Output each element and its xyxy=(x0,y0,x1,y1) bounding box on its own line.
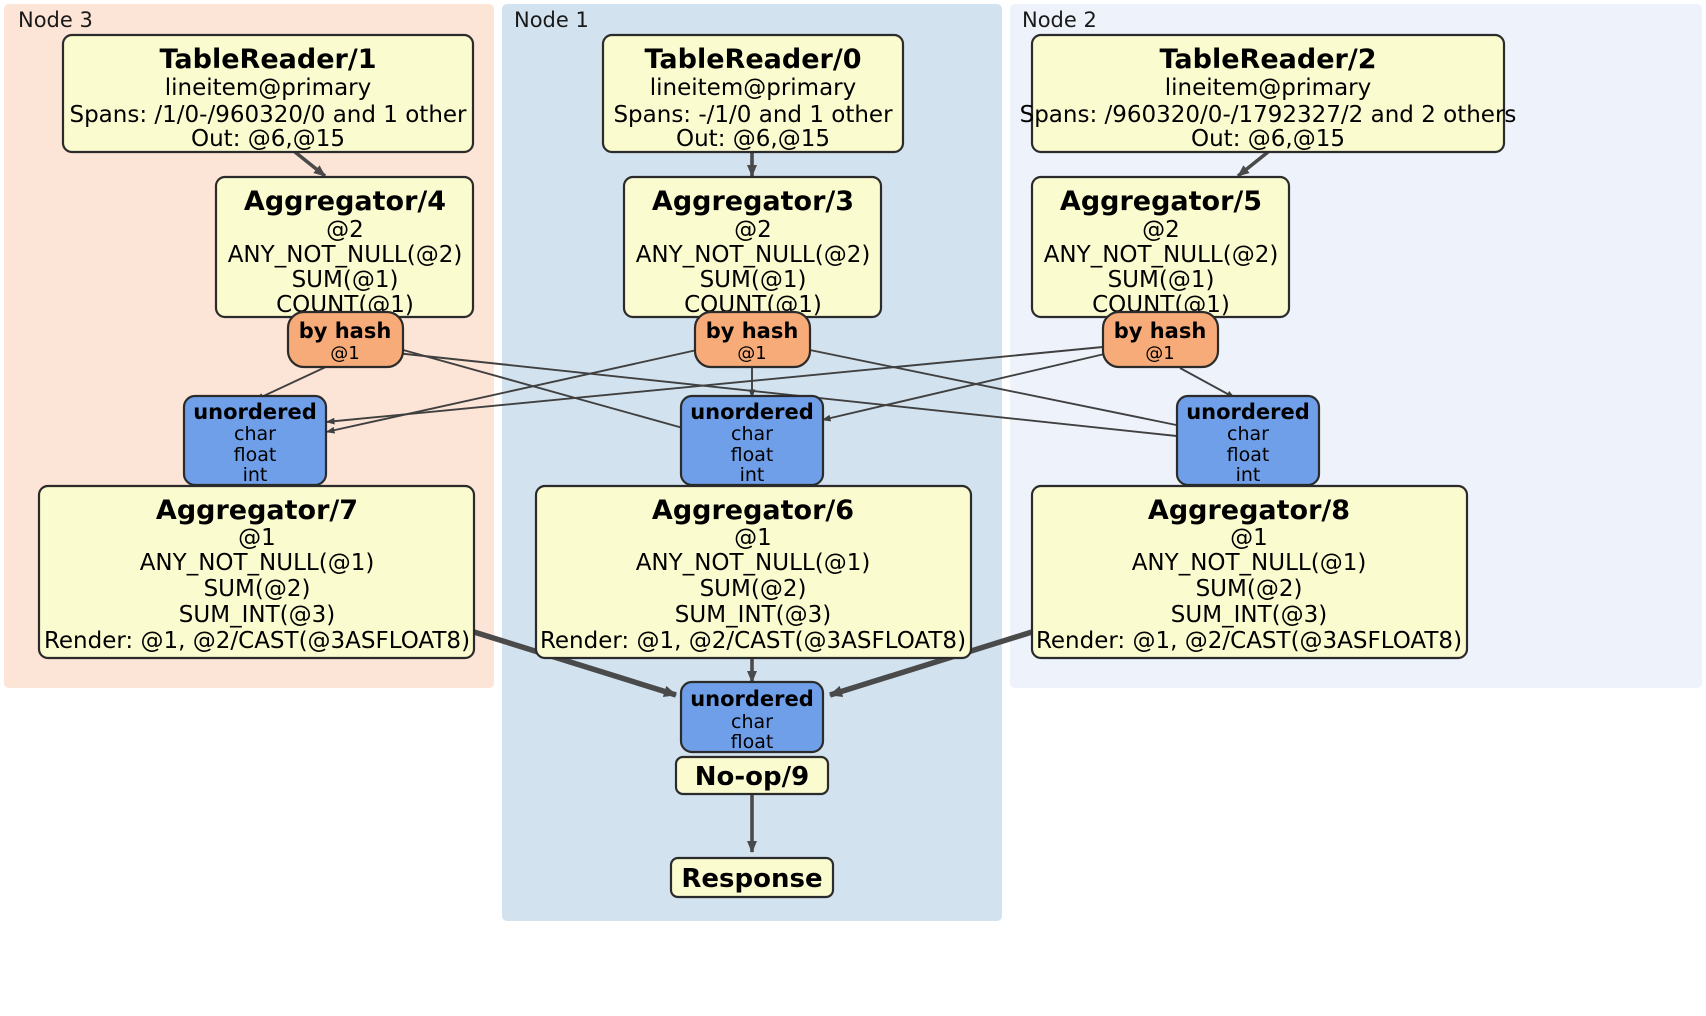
processor-line-agg2: SUM(@2) xyxy=(204,576,311,602)
processor-aggregator-8[interactable]: Aggregator/8 @1 ANY_NOT_NULL(@1) SUM(@2)… xyxy=(1030,484,1469,660)
sync-title: unordered xyxy=(690,687,814,711)
processor-line-agg2: SUM(@2) xyxy=(700,576,807,602)
sync-type-float: float xyxy=(1227,444,1270,466)
edge-hash2-sync2 xyxy=(1179,367,1236,399)
processor-title: Aggregator/3 xyxy=(652,186,854,217)
processor-title: Aggregator/8 xyxy=(1148,495,1350,526)
edge-aggregator7-final-sync xyxy=(473,629,677,698)
processor-line-group: @1 xyxy=(1230,525,1268,551)
edge-hash2-sync3 xyxy=(325,345,1114,425)
processor-line-group: @2 xyxy=(326,217,364,243)
edge-hash3-sync1 xyxy=(395,347,691,431)
sync-title: unordered xyxy=(193,400,317,424)
sync-type-float: float xyxy=(731,444,774,466)
router-title: by hash xyxy=(706,319,799,343)
sync-type-float: float xyxy=(234,444,277,466)
synchronizer-unordered-final[interactable]: unordered char float xyxy=(679,680,825,754)
edge-tablereader2-aggregator5 xyxy=(1236,150,1270,178)
processor-tablereader-2[interactable]: TableReader/2 lineitem@primary Spans: /9… xyxy=(1020,33,1517,154)
processor-aggregator-4[interactable]: Aggregator/4 @2 ANY_NOT_NULL(@2) SUM(@1)… xyxy=(214,175,475,319)
router-title: by hash xyxy=(299,319,392,343)
sync-type-float: float xyxy=(731,731,774,753)
processor-line-group: @1 xyxy=(734,525,772,551)
sync-type-char: char xyxy=(1227,423,1269,445)
panel-label-node3: Node 3 xyxy=(18,8,93,32)
router-column: @1 xyxy=(1145,343,1174,364)
processor-line-table: lineitem@primary xyxy=(1165,75,1371,101)
processor-line-spans: Spans: -/1/0 and 1 other xyxy=(613,102,893,128)
response-title: Response xyxy=(681,864,822,894)
processor-aggregator-5[interactable]: Aggregator/5 @2 ANY_NOT_NULL(@2) SUM(@1)… xyxy=(1030,175,1291,319)
synchronizer-unordered-node1[interactable]: unordered char float int xyxy=(679,394,825,487)
processor-line-agg1: ANY_NOT_NULL(@1) xyxy=(140,550,375,576)
synchronizer-unordered-node2[interactable]: unordered char float int xyxy=(1175,394,1321,487)
processor-aggregator-7[interactable]: Aggregator/7 @1 ANY_NOT_NULL(@1) SUM(@2)… xyxy=(37,484,476,660)
panel-label-node2: Node 2 xyxy=(1022,8,1097,32)
processor-line-agg1: ANY_NOT_NULL(@1) xyxy=(636,550,871,576)
edge-hash2-sync1 xyxy=(821,351,1114,422)
processor-line-spans: Spans: /960320/0-/1792327/2 and 2 others xyxy=(1020,102,1517,128)
router-column: @1 xyxy=(737,343,766,364)
processor-line-agg1: ANY_NOT_NULL(@1) xyxy=(1132,550,1367,576)
sync-type-char: char xyxy=(234,423,276,445)
router-title: by hash xyxy=(1114,319,1207,343)
router-by-hash-node3[interactable]: by hash @1 xyxy=(286,310,405,369)
processor-title: Aggregator/5 xyxy=(1060,186,1262,217)
processor-line-agg1: ANY_NOT_NULL(@2) xyxy=(228,242,463,268)
processor-line-group: @1 xyxy=(238,525,276,551)
processor-line-render: Render: @1, @2/CAST(@3ASFLOAT8) xyxy=(1036,628,1462,654)
router-column: @1 xyxy=(330,343,359,364)
processor-title: Aggregator/6 xyxy=(652,495,854,526)
processor-title: TableReader/2 xyxy=(1160,44,1377,75)
processor-line-agg1: ANY_NOT_NULL(@2) xyxy=(636,242,871,268)
processor-line-out: Out: @6,@15 xyxy=(1191,126,1345,152)
processor-noop-9[interactable]: No-op/9 xyxy=(674,755,830,796)
processor-title: Aggregator/4 xyxy=(244,186,446,217)
processor-title: TableReader/1 xyxy=(160,44,377,75)
processor-line-render: Render: @1, @2/CAST(@3ASFLOAT8) xyxy=(44,628,470,654)
edge-aggregator8-final-sync xyxy=(829,629,1033,698)
processor-title: Aggregator/7 xyxy=(156,495,358,526)
processor-line-agg2: SUM(@2) xyxy=(1196,576,1303,602)
node-response[interactable]: Response xyxy=(669,856,835,899)
router-by-hash-node2[interactable]: by hash @1 xyxy=(1101,310,1220,369)
processor-aggregator-6[interactable]: Aggregator/6 @1 ANY_NOT_NULL(@1) SUM(@2)… xyxy=(534,484,973,660)
processor-line-agg1: ANY_NOT_NULL(@2) xyxy=(1044,242,1279,268)
sync-type-int: int xyxy=(1236,464,1261,486)
processor-line-agg3: SUM_INT(@3) xyxy=(675,602,831,628)
processor-line-agg3: SUM_INT(@3) xyxy=(1171,602,1327,628)
processor-line-table: lineitem@primary xyxy=(165,75,371,101)
sync-title: unordered xyxy=(690,400,814,424)
edge-tablereader1-aggregator4 xyxy=(293,150,327,178)
processor-line-agg2: SUM(@1) xyxy=(292,267,399,293)
processor-title: TableReader/0 xyxy=(645,44,862,75)
processor-tablereader-0[interactable]: TableReader/0 lineitem@primary Spans: -/… xyxy=(601,33,905,154)
processor-line-render: Render: @1, @2/CAST(@3ASFLOAT8) xyxy=(540,628,966,654)
processor-line-group: @2 xyxy=(1142,217,1180,243)
processor-line-agg2: SUM(@1) xyxy=(1108,267,1215,293)
sync-type-char: char xyxy=(731,423,773,445)
sync-title: unordered xyxy=(1186,400,1310,424)
processor-line-agg2: SUM(@1) xyxy=(700,267,807,293)
processor-line-out: Out: @6,@15 xyxy=(191,126,345,152)
processor-tablereader-1[interactable]: TableReader/1 lineitem@primary Spans: /1… xyxy=(61,33,475,154)
processor-line-table: lineitem@primary xyxy=(650,75,856,101)
sync-type-int: int xyxy=(243,464,268,486)
edge-hash1-sync3 xyxy=(325,347,707,434)
processor-line-agg3: SUM_INT(@3) xyxy=(179,602,335,628)
router-by-hash-node1[interactable]: by hash @1 xyxy=(693,310,812,369)
panel-label-node1: Node 1 xyxy=(514,8,589,32)
processor-line-out: Out: @6,@15 xyxy=(676,126,830,152)
sync-type-int: int xyxy=(740,464,765,486)
edge-hash1-sync2 xyxy=(799,347,1187,429)
noop-title: No-op/9 xyxy=(695,762,809,792)
sync-type-char: char xyxy=(731,711,773,733)
processor-line-group: @2 xyxy=(734,217,772,243)
processor-aggregator-3[interactable]: Aggregator/3 @2 ANY_NOT_NULL(@2) SUM(@1)… xyxy=(622,175,883,319)
synchronizer-unordered-node3[interactable]: unordered char float int xyxy=(182,394,328,487)
processor-line-spans: Spans: /1/0-/960320/0 and 1 other xyxy=(69,102,467,128)
